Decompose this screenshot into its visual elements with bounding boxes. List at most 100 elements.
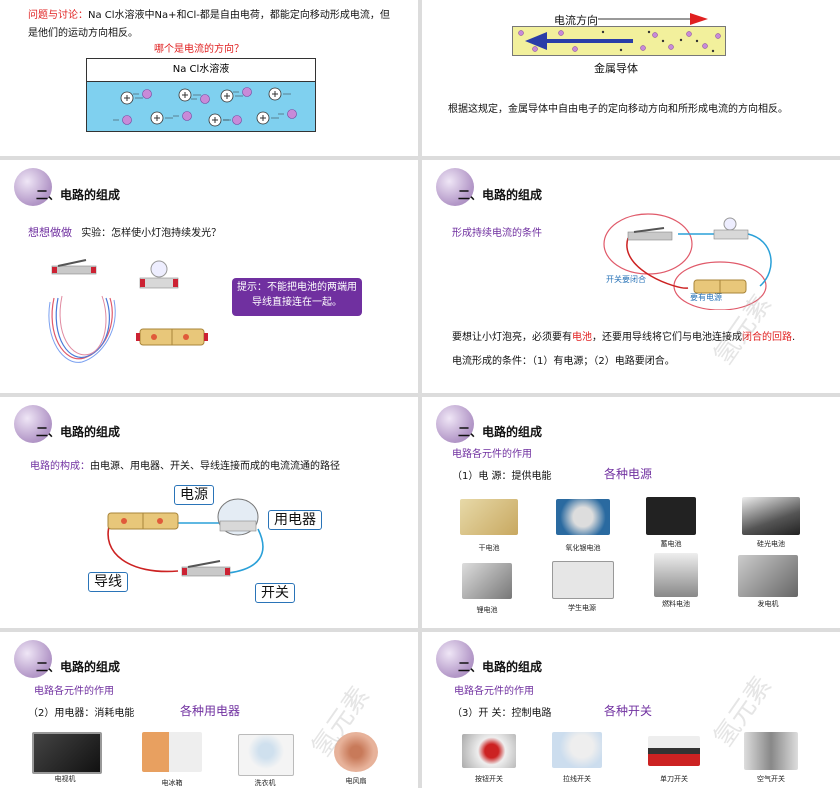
storage-battery-image	[646, 497, 696, 535]
electric-fan-image	[334, 732, 378, 772]
slide-heading: 二、电路的组成	[458, 188, 543, 202]
source-label: 要有电源	[690, 293, 722, 302]
slide-switches: 二、电路的组成 电路各元件的作用 （3）开 关：控制电路 各种开关 按钮开关 拉…	[422, 632, 840, 788]
slide-heading: 二、电路的组成	[36, 425, 121, 439]
wires-icon	[48, 295, 116, 363]
question-text-2: 是他们的运动方向相反。	[28, 28, 138, 39]
ions-illustration	[87, 82, 315, 131]
slide-subtitle: 电路各元件的作用	[452, 449, 532, 460]
caption-air-switch: 空气开关	[757, 775, 785, 783]
lithium-battery-image	[462, 563, 512, 599]
caption-fuel-cell: 燃料电池	[662, 600, 690, 608]
requirement-text-a: 要想让小灯泡亮，必须要有	[452, 332, 572, 343]
question-line-1: 问题与讨论：Na Cl水溶液中Na+和Cl-都是自由电荷，都能定向移动形成电流，…	[28, 6, 390, 21]
caption-student-power-supply: 学生电源	[568, 604, 596, 612]
caption-push-button-switch: 按钮开关	[475, 775, 503, 783]
requirement-closed-loop: 闭合的回路	[742, 332, 792, 343]
slide-heading: 二、电路的组成	[458, 425, 543, 439]
slide-circuit-experiment: 二、电路的组成 想想做做 实验：怎样使小灯泡持续发光？ 提示：不能把电池的两端用…	[0, 160, 418, 393]
pull-cord-switch-image	[552, 732, 602, 768]
slide-appliances: 二、电路的组成 电路各元件的作用 （2）用电器：消耗电能 各种用电器 电视机 电…	[0, 632, 418, 788]
heading-orb	[436, 405, 474, 443]
heading-orb	[14, 405, 52, 443]
think-label: 想想做做	[28, 226, 72, 239]
red-question: 哪个是电流的方向？	[154, 44, 244, 55]
component-description: （2）用电器：消耗电能	[28, 708, 135, 719]
caption-generator: 发电机	[757, 600, 779, 608]
air-switch-image	[744, 732, 798, 770]
silver-oxide-battery-image	[556, 499, 610, 535]
television-image	[32, 732, 102, 774]
generator-image	[738, 555, 798, 597]
slide-heading: 二、电路的组成	[36, 188, 121, 202]
solution-tank: Na Cl水溶液	[86, 58, 316, 132]
requirement-text-c: ，还要用导线将它们与电池连接成	[592, 332, 742, 343]
knife-switch-image	[648, 736, 700, 766]
slide-subtitle: 电路各元件的作用	[454, 686, 534, 697]
category-label: 各种开关	[604, 704, 653, 718]
question-label: 问题与讨论：	[28, 10, 88, 21]
battery-icon	[136, 328, 208, 346]
condition-title: 形成持续电流的条件	[452, 228, 542, 239]
slide-metal-conductor: 电流方向 金属导体 根据这规定，金属导体中自由电子的定向移动方向和所形成电流的方…	[422, 0, 840, 156]
bulb-icon	[139, 260, 179, 289]
solar-cell-image	[742, 497, 800, 535]
fuel-cell-image	[654, 553, 698, 597]
tank-label: Na Cl水溶液	[87, 59, 315, 82]
experiment-line: 想想做做 实验：怎样使小灯泡持续发光？	[28, 224, 221, 240]
caption-television: 电视机	[54, 775, 76, 783]
label-wire: 导线	[88, 572, 128, 592]
condition-summary: 电流形成的条件：（1）有电源；（2）电路要闭合。	[452, 356, 675, 367]
refrigerator-image	[142, 732, 202, 772]
heading-orb	[436, 640, 474, 678]
category-label: 各种电源	[604, 467, 653, 481]
slide-current-conditions: 二、电路的组成 形成持续电流的条件 开关要闭合 要有电源 要想让小灯泡亮，必须要…	[422, 160, 840, 393]
student-power-supply-image	[552, 561, 614, 599]
caption-dry-battery: 干电池	[478, 544, 500, 552]
slide-subtitle: 电路各元件的作用	[34, 686, 114, 697]
label-switch: 开关	[255, 583, 295, 603]
definition-text: 由电源、用电器、开关、导线连接而成的电流流通的路径	[90, 461, 340, 472]
component-description: （1）电 源：提供电能	[452, 471, 552, 482]
label-power-source: 电源	[174, 485, 214, 505]
dry-battery-image	[460, 499, 518, 535]
experiment-text: 实验：怎样使小灯泡持续发光？	[81, 228, 222, 239]
heading-orb	[14, 168, 52, 206]
switch-label: 开关要闭合	[606, 275, 646, 284]
circuit-diagram	[107, 498, 264, 577]
caption-pull-cord-switch: 拉线开关	[563, 775, 591, 783]
current-direction-label: 电流方向	[554, 14, 598, 27]
slide-heading: 二、电路的组成	[458, 660, 543, 674]
heading-orb	[436, 168, 474, 206]
caption-washing-machine: 洗衣机	[254, 779, 276, 787]
definition-label: 电路的构成：	[30, 461, 90, 472]
washing-machine-image	[238, 734, 294, 776]
heading-orb	[14, 640, 52, 678]
slide-solution-current: 问题与讨论：Na Cl水溶液中Na+和Cl-都是自由电荷，都能定向移动形成电流，…	[0, 0, 418, 156]
requirement-line: 要想让小灯泡亮，必须要有电池，还要用导线将它们与电池连接成闭合的回路.	[452, 328, 795, 343]
caption-knife-switch: 单刀开关	[660, 775, 688, 783]
push-button-switch-image	[462, 734, 516, 768]
tip-box: 提示：不能把电池的两端用导线直接连在一起。	[232, 278, 362, 316]
label-appliance: 用电器	[268, 510, 322, 530]
slide-power-sources: 二、电路的组成 电路各元件的作用 （1）电 源：提供电能 各种电源 干电池 氧化…	[422, 397, 840, 628]
caption-electric-fan: 电风扇	[345, 777, 367, 785]
caption-silver-oxide-battery: 氧化银电池	[565, 544, 601, 552]
caption-storage-battery: 蓄电池	[660, 540, 682, 548]
conclusion-text: 根据这规定，金属导体中自由电子的定向移动方向和所形成电流的方向相反。	[448, 104, 788, 115]
conductor-label: 金属导体	[594, 62, 638, 75]
closed-circuit-diagram	[603, 213, 772, 310]
question-text: Na Cl水溶液中Na+和Cl-都是自由电荷，都能定向移动形成电流，但	[88, 10, 390, 21]
current-arrow-icon	[598, 13, 708, 25]
category-label: 各种用电器	[180, 704, 241, 718]
slide-circuit-composition: 二、电路的组成 电路的构成：由电源、用电器、开关、导线连接而成的电流流通的路径 …	[0, 397, 418, 628]
metal-conductor	[512, 26, 726, 56]
definition-line: 电路的构成：由电源、用电器、开关、导线连接而成的电流流通的路径	[30, 457, 340, 472]
caption-solar-cell: 硅光电池	[757, 540, 785, 548]
component-description: （3）开 关：控制电路	[452, 708, 552, 719]
slide-heading: 二、电路的组成	[36, 660, 121, 674]
caption-lithium-battery: 锂电池	[476, 606, 498, 614]
knife-switch-icon	[51, 259, 97, 275]
requirement-battery: 电池	[572, 332, 592, 343]
electrons-illustration	[518, 30, 721, 53]
